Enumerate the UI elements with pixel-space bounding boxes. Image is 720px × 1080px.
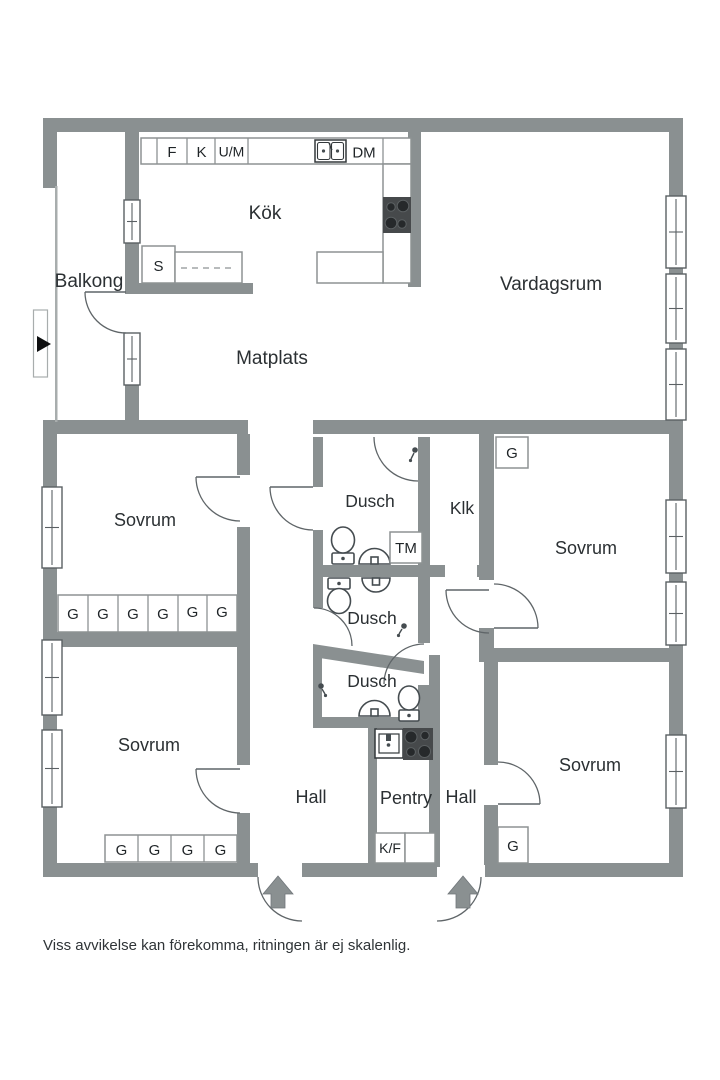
door-balcony — [84, 291, 127, 334]
window — [665, 195, 687, 269]
label-s: S — [153, 258, 163, 275]
entrance-arrow-icon — [447, 875, 479, 909]
room-labels: Balkong Kök Vardagsrum Matplats Sovrum S… — [55, 203, 621, 808]
room-label-sovrum-4: Sovrum — [559, 755, 621, 775]
wardrobe-box — [495, 436, 529, 469]
label-g: G — [157, 606, 169, 623]
label-g: G — [67, 606, 79, 623]
window — [665, 348, 687, 421]
doors — [84, 291, 541, 922]
closet-boxes — [374, 436, 529, 864]
room-label-dusch-2: Dusch — [347, 608, 397, 628]
pantry-stove-icon — [403, 728, 433, 760]
door-bedroom-upper-left — [195, 476, 241, 522]
direction-arrow-icon — [37, 336, 51, 352]
window — [665, 499, 687, 574]
toilet-icon — [397, 685, 421, 722]
shower-head-icon — [408, 447, 418, 463]
room-label-matplats: Matplats — [236, 348, 308, 369]
sink-icon — [358, 547, 391, 565]
label-g: G — [187, 604, 199, 621]
disclaimer-text: Viss avvikelse kan förekomma, ritningen … — [43, 937, 410, 954]
room-label-vardagsrum: Vardagsrum — [500, 274, 602, 295]
label-um: U/M — [219, 144, 245, 160]
room-label-sovrum-2: Sovrum — [555, 538, 617, 558]
bath-fixtures — [318, 447, 421, 722]
room-label-klk: Klk — [450, 498, 475, 518]
shower-enclosure — [373, 436, 419, 482]
label-dm: DM — [352, 145, 375, 162]
label-g: G — [116, 842, 128, 859]
kitchen-sink-icon — [314, 139, 347, 163]
balcony-railing — [55, 186, 58, 422]
windows — [41, 195, 687, 809]
pantry-sink-icon — [374, 728, 404, 759]
entry-direction-marker — [32, 309, 51, 378]
room-label-balkong: Balkong — [55, 271, 124, 292]
shower-head-icon — [318, 683, 328, 698]
wardrobe-row-upper — [57, 594, 238, 633]
label-k: K — [196, 144, 206, 161]
cabinet-box — [404, 832, 436, 864]
room-label-kok: Kök — [249, 203, 282, 224]
wardrobe-box — [497, 826, 529, 864]
shower-head-icon — [396, 623, 407, 638]
window — [41, 486, 63, 569]
label-tm: TM — [395, 540, 417, 557]
washing-machine-box — [389, 531, 423, 564]
room-label-hall-right: Hall — [445, 787, 476, 807]
entrance-arrow-icon — [262, 875, 294, 909]
label-g: G — [506, 445, 518, 462]
room-label-sovrum-1: Sovrum — [114, 510, 176, 530]
toilet-icon — [330, 526, 356, 565]
label-g: G — [507, 838, 519, 855]
label-g: G — [127, 606, 139, 623]
appliance-labels: F K U/M DM S TM K/F G G G G G G G G G G … — [67, 144, 519, 860]
room-label-dusch-3: Dusch — [347, 671, 397, 691]
window — [41, 729, 63, 808]
window — [665, 273, 687, 344]
label-g: G — [215, 842, 227, 859]
window — [665, 581, 687, 646]
label-g: G — [149, 842, 161, 859]
sink-icon — [361, 577, 391, 593]
room-label-dusch-1: Dusch — [345, 491, 395, 511]
entrance-arrows — [262, 875, 479, 909]
window — [41, 639, 63, 716]
room-label-pentry: Pentry — [380, 788, 432, 808]
door-shower-1 — [269, 486, 314, 531]
label-g: G — [97, 606, 109, 623]
door-bedroom-upper-right — [493, 583, 539, 629]
door-shower-2 — [313, 607, 353, 647]
label-f: F — [167, 144, 176, 161]
walls — [43, 118, 683, 877]
room-label-sovrum-3: Sovrum — [118, 735, 180, 755]
door-hall-right — [445, 589, 490, 634]
room-label-hall-left: Hall — [295, 787, 326, 807]
stove-icon — [383, 197, 411, 233]
door-shower-3 — [383, 643, 425, 685]
door-bedroom-lower-right — [497, 761, 541, 805]
door-bedroom-lower-left — [195, 768, 241, 814]
window — [123, 332, 141, 386]
toilet-icon — [326, 577, 352, 615]
label-g: G — [216, 604, 228, 621]
label-g: G — [182, 842, 194, 859]
window — [123, 199, 141, 244]
label-kf: K/F — [379, 840, 401, 856]
wardrobe-row-lower — [104, 834, 238, 863]
fridge-freezer-box — [374, 832, 406, 864]
window — [665, 734, 687, 809]
sink-icon — [358, 699, 391, 717]
